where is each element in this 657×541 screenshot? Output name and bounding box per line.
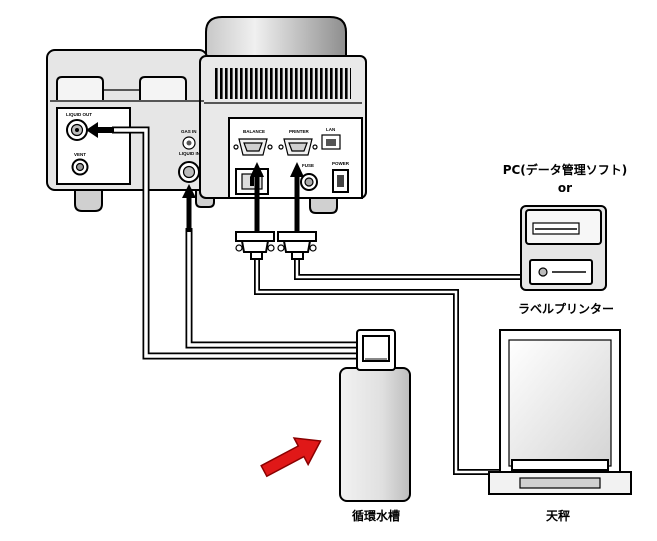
- water-bath-tank: [339, 367, 411, 502]
- label-printer: [520, 205, 607, 291]
- printer-port-label: PRINTER: [289, 129, 310, 134]
- analyzer-unit: LIQUID OUT VENT GAS IN LIQUID IN BALANCE…: [46, 16, 367, 214]
- printer-port-arrow-head: [290, 162, 304, 177]
- weighing-pan: [511, 459, 609, 471]
- balance-cable-plug: [235, 231, 275, 260]
- printer-cable-plug: [277, 231, 317, 260]
- top-hood: [205, 16, 347, 65]
- hose-liquid-in-outline: [185, 228, 360, 349]
- balance-port-inner: [243, 142, 263, 152]
- vent-grille: [214, 68, 351, 99]
- handle-right: [139, 76, 187, 100]
- lan-port-label: LAN: [326, 127, 335, 132]
- liquid-out-arrow: [86, 122, 114, 138]
- plug-thumbscrew-right: [267, 244, 275, 252]
- printer-cable: [295, 258, 522, 279]
- plug-flange: [277, 231, 317, 242]
- vent-port-inner: [75, 162, 85, 172]
- plug-thumbscrew-left: [235, 244, 243, 252]
- liquid-out-label: LIQUID OUT: [66, 112, 92, 117]
- vent-label: VENT: [74, 152, 86, 157]
- label-printer-label: ラベルプリンター: [518, 301, 614, 316]
- liquid-in-label: LIQUID IN: [179, 151, 200, 156]
- balance-port-arrow-head: [250, 162, 264, 177]
- balance-port-screw-left: [233, 144, 239, 150]
- power-switch-label: POWER: [332, 161, 350, 166]
- water-hoses: [86, 122, 360, 360]
- pc-label: PC(データ管理ソフト): [503, 162, 628, 177]
- printer-port-screw-right: [312, 144, 318, 150]
- water-bath-display: [362, 335, 390, 362]
- printer-port-screw-left: [278, 144, 284, 150]
- hose-liquid-out: [112, 128, 360, 358]
- water-bath-label: 循環水槽: [352, 508, 400, 523]
- liquid-out-port-core: [75, 128, 79, 132]
- handle-left: [56, 76, 104, 100]
- plug-flange: [235, 231, 275, 242]
- printer-cable-outline: [294, 258, 522, 280]
- printer-feed-button: [538, 267, 548, 277]
- carry-handles: [50, 76, 204, 102]
- plug-body: [282, 240, 312, 253]
- balance-label: 天秤: [546, 508, 570, 523]
- balance-display: [519, 477, 601, 489]
- balance-cable: [255, 258, 506, 474]
- or-label: or: [558, 181, 572, 195]
- plug-body: [240, 240, 270, 253]
- lan-port-socket: [326, 139, 336, 146]
- liquid-in-arrow-head: [182, 184, 196, 198]
- gas-in-label: GAS IN: [181, 129, 197, 134]
- left-port-panel: [56, 107, 131, 185]
- printer-port-inner: [288, 142, 308, 152]
- fuse-holder-cap: [304, 177, 314, 187]
- hose-liquid-in: [187, 228, 360, 347]
- plug-strain-relief: [291, 251, 304, 260]
- circulating-water-bath: [339, 329, 411, 502]
- balance-port-label: BALANCE: [243, 129, 265, 134]
- plug-thumbscrew-left: [277, 244, 285, 252]
- gas-in-port-core: [186, 140, 192, 146]
- left-foot: [74, 185, 103, 212]
- power-switch-rocker: [337, 175, 344, 187]
- fuse-label: FUSE: [302, 163, 314, 168]
- liquid-in-port-inner: [182, 165, 196, 179]
- plug-thumbscrew-right: [309, 244, 317, 252]
- draft-shield-glass: [508, 339, 612, 467]
- plug-strain-relief: [250, 251, 263, 260]
- highlight-arrow: [260, 437, 322, 478]
- signal-cables: [235, 162, 522, 475]
- balance-port-screw-right: [267, 144, 273, 150]
- analytical-balance: [488, 329, 632, 495]
- power-inlet-pin: [250, 177, 254, 186]
